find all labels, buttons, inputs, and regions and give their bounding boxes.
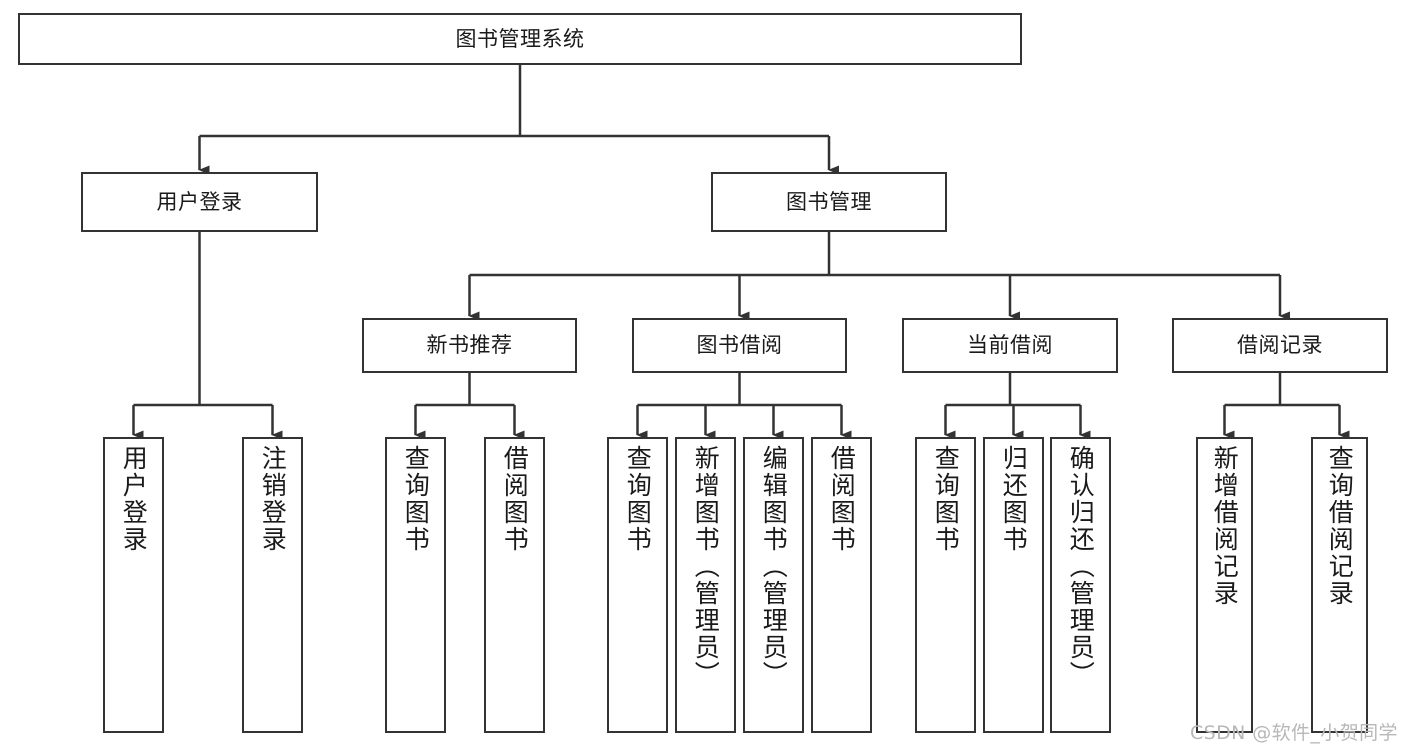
node-user-login[interactable]: 用户登录 bbox=[81, 172, 318, 232]
node-current-borrow[interactable]: 当前借阅 bbox=[902, 318, 1118, 373]
node-leaf-user-logout[interactable]: 注销登录 bbox=[242, 437, 303, 733]
node-label: 归还图书 bbox=[999, 445, 1029, 553]
node-book-borrow[interactable]: 图书借阅 bbox=[632, 318, 847, 373]
node-label: 当前借阅 bbox=[967, 333, 1053, 358]
node-new-book-rec[interactable]: 新书推荐 bbox=[362, 318, 577, 373]
node-leaf-query-book-cur[interactable]: 查询图书 bbox=[915, 437, 976, 733]
node-leaf-add-book[interactable]: 新增图书（管理员） bbox=[675, 437, 736, 733]
node-label: 新书推荐 bbox=[426, 333, 513, 358]
node-root[interactable]: 图书管理系统 bbox=[18, 13, 1022, 65]
node-label: 查询图书 bbox=[931, 445, 961, 553]
watermark-text: CSDN @软件_小贺同学 bbox=[1190, 722, 1398, 744]
edges bbox=[132, 65, 1350, 440]
node-leaf-add-record[interactable]: 新增借阅记录 bbox=[1196, 437, 1253, 733]
node-book-manage[interactable]: 图书管理 bbox=[711, 172, 947, 232]
node-label: 查询借阅记录 bbox=[1325, 445, 1355, 607]
node-label: 用户登录 bbox=[156, 189, 243, 214]
node-label: 图书管理系统 bbox=[455, 26, 585, 51]
node-label: 编辑图书（管理员） bbox=[759, 445, 789, 688]
node-leaf-user-login[interactable]: 用户登录 bbox=[103, 437, 164, 733]
node-label: 注销登录 bbox=[258, 445, 288, 553]
node-leaf-confirm-return[interactable]: 确认归还（管理员） bbox=[1050, 437, 1111, 733]
node-leaf-borrow-book[interactable]: 借阅图书 bbox=[811, 437, 872, 733]
node-label: 查询图书 bbox=[401, 445, 431, 553]
node-label: 用户登录 bbox=[119, 445, 149, 553]
node-label: 新增图书（管理员） bbox=[691, 445, 721, 688]
node-leaf-return-book[interactable]: 归还图书 bbox=[983, 437, 1044, 733]
node-label: 确认归还（管理员） bbox=[1066, 445, 1096, 688]
node-label: 借阅图书 bbox=[827, 445, 857, 553]
node-leaf-borrow-book-rec[interactable]: 借阅图书 bbox=[484, 437, 545, 733]
node-label: 图书管理 bbox=[786, 189, 872, 214]
node-label: 借阅记录 bbox=[1237, 333, 1323, 358]
node-label: 借阅图书 bbox=[500, 445, 530, 553]
node-borrow-record[interactable]: 借阅记录 bbox=[1172, 318, 1388, 373]
node-label: 查询图书 bbox=[623, 445, 653, 553]
node-leaf-query-book-borrow[interactable]: 查询图书 bbox=[607, 437, 668, 733]
node-leaf-query-book-rec[interactable]: 查询图书 bbox=[385, 437, 446, 733]
node-label: 图书借阅 bbox=[696, 333, 783, 358]
node-leaf-edit-book[interactable]: 编辑图书（管理员） bbox=[743, 437, 804, 733]
node-label: 新增借阅记录 bbox=[1210, 445, 1240, 607]
node-leaf-query-record[interactable]: 查询借阅记录 bbox=[1311, 437, 1368, 733]
